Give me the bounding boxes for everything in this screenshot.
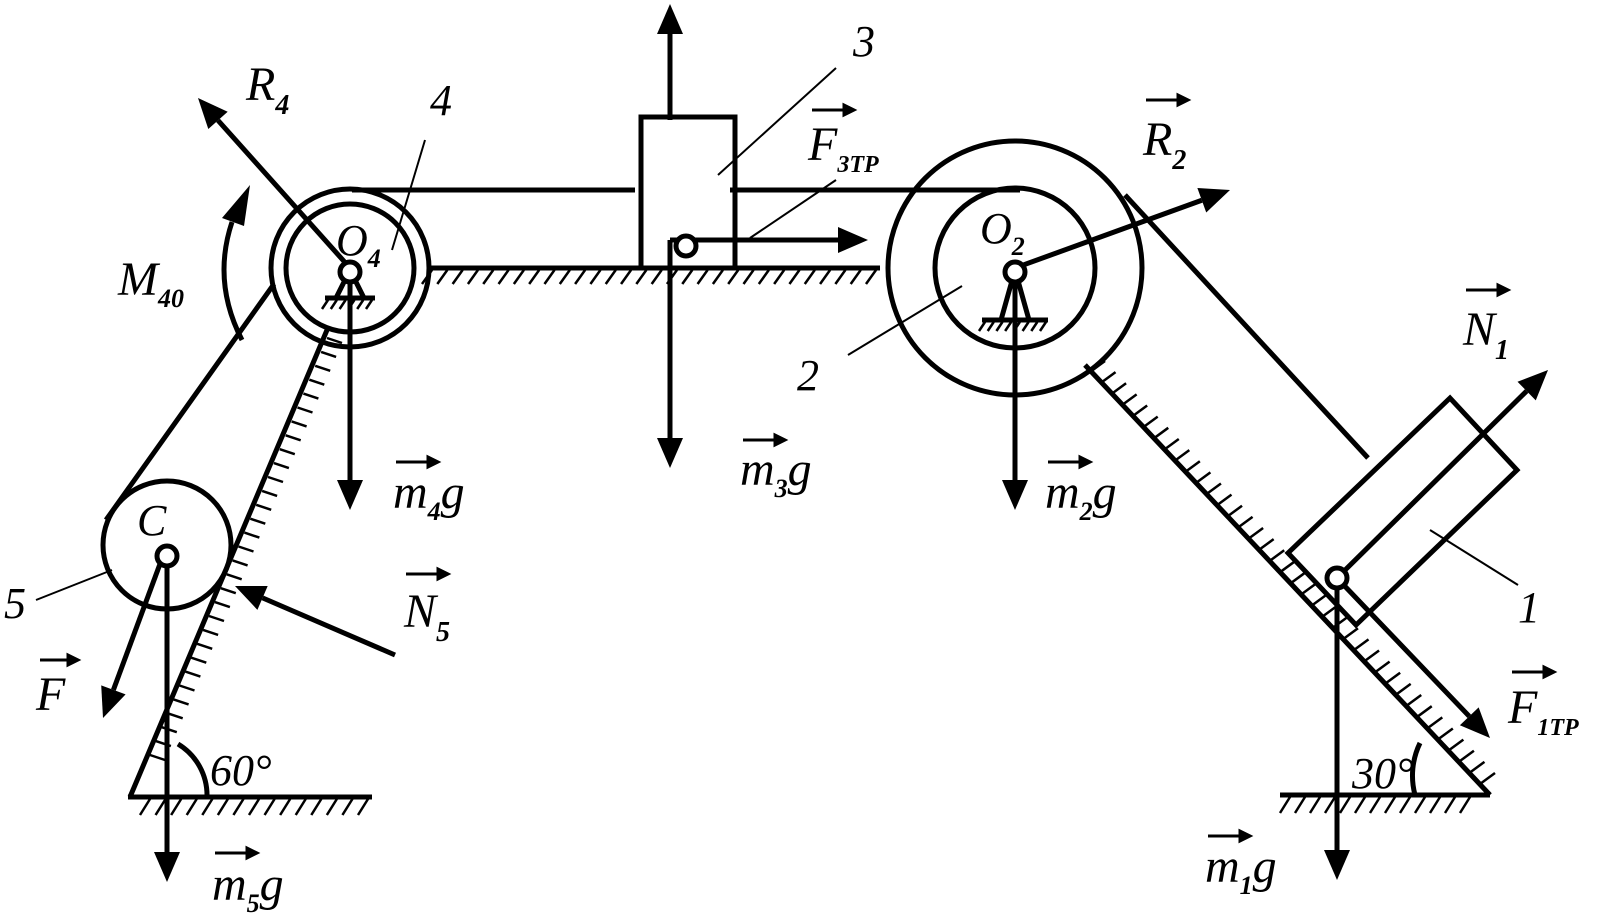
leader-lines: [35, 67, 1519, 601]
label-f1tp: F1TP: [1507, 681, 1579, 741]
arrow-n1: [1335, 370, 1548, 580]
belt-left-incline: [103, 282, 277, 522]
arrow-m2g: [1002, 268, 1028, 510]
hatch-left-incline: [149, 336, 343, 762]
hatch-left-ground: [138, 798, 370, 816]
label-n5: N5: [403, 585, 450, 648]
label-c: C: [137, 496, 167, 545]
label-m2g: m2g: [1045, 466, 1117, 526]
arrow-f1tp: [1335, 576, 1490, 738]
joint-block3: [673, 233, 699, 259]
hatch-right-incline: [1089, 359, 1496, 786]
arrow-m5g: [154, 545, 180, 882]
block-1: [1284, 394, 1521, 629]
arrow-m4g: [337, 268, 363, 510]
arrow-n5: [235, 585, 396, 658]
label-m1g: m1g: [1205, 840, 1277, 900]
joint-c: [154, 543, 180, 569]
label-body-2: 2: [797, 351, 819, 400]
arrow-f: [101, 544, 170, 718]
vector-overbars: [40, 92, 1558, 861]
arrow-f3tp: [670, 227, 868, 253]
label-m40: M40: [117, 253, 184, 313]
hatch-top-surface: [420, 269, 878, 285]
force-arrows: [101, 4, 1548, 882]
joint-o2: [1002, 259, 1028, 285]
arrow-m3g-down: [657, 240, 683, 468]
label-o4: O4: [336, 216, 381, 273]
joints: [154, 233, 1350, 591]
right-incline-surface: [1083, 363, 1492, 797]
angle-30-arc: [1409, 741, 1423, 796]
label-angle-30: 30°: [1351, 749, 1414, 798]
label-m3g: m3g: [740, 443, 812, 503]
label-body-5: 5: [4, 579, 26, 628]
label-m5g: m5g: [212, 858, 284, 918]
belt-right-incline: [1123, 193, 1370, 460]
hatch-support-o4: [320, 299, 374, 310]
arrow-m1g: [1324, 578, 1350, 880]
label-body-4: 4: [430, 76, 452, 125]
joint-o4: [337, 259, 363, 285]
label-f3tp: F3TP: [807, 118, 879, 178]
label-body-1: 1: [1518, 583, 1540, 632]
label-r2: R2: [1142, 113, 1186, 176]
arrow-m3g-up: [657, 4, 683, 120]
label-f: F: [35, 668, 66, 721]
label-angle-60: 60°: [210, 746, 272, 795]
label-r4: R4: [245, 58, 289, 121]
hatch-right-ground: [1278, 796, 1472, 814]
joint-block1: [1324, 565, 1350, 591]
block-3: [638, 114, 738, 271]
labels: 4 3 2 1 5 O4 O2 C R4 M40 m4g m3g m2g m1g…: [4, 17, 1579, 918]
arrow-r4: [198, 98, 352, 270]
moment-m40-arrow: [221, 185, 250, 342]
label-m4g: m4g: [393, 466, 465, 526]
label-n1: N1: [1462, 303, 1509, 366]
label-o2: O2: [980, 204, 1025, 261]
label-body-3: 3: [852, 17, 875, 66]
angle-60-arc: [176, 741, 210, 798]
arrow-r2: [1014, 188, 1230, 271]
